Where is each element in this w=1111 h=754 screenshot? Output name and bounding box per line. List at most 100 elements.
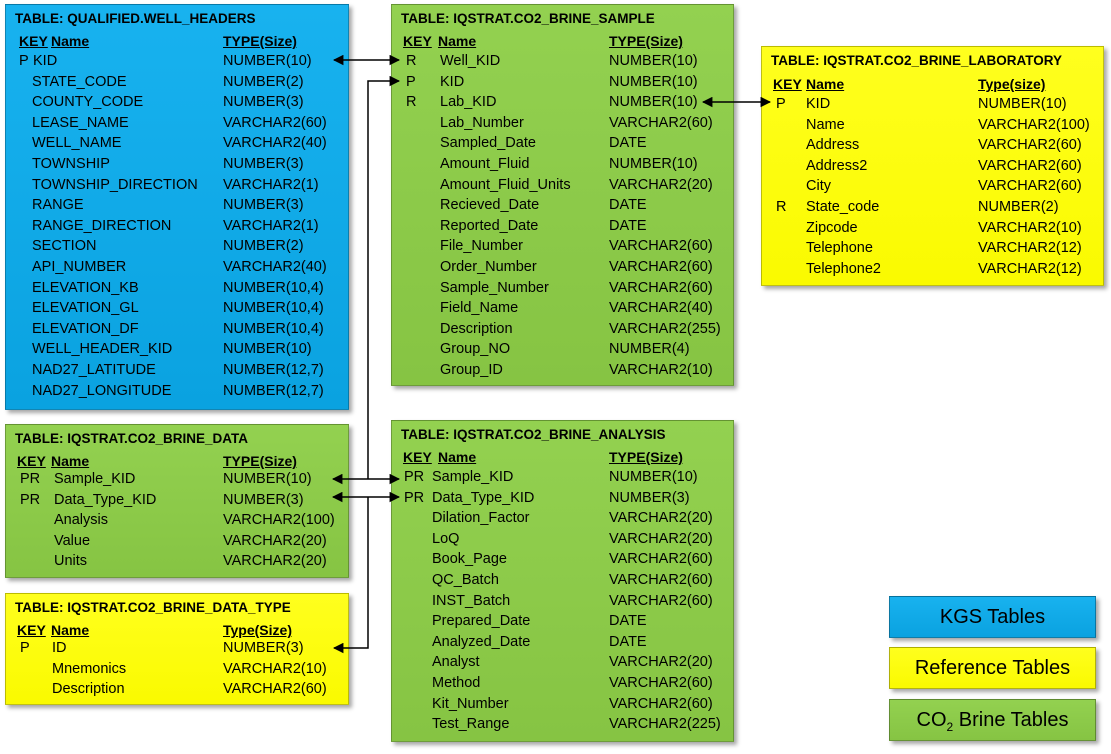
type-cell: VARCHAR2(60) (978, 178, 1082, 195)
legend-label: Reference Tables (914, 657, 1071, 679)
type-cell: VARCHAR2(10) (978, 219, 1082, 236)
legend-co2-brine-tables: CO2 Brine Tables (889, 699, 1096, 741)
table-title: TABLE: IQSTRAT.CO2_BRINE_LABORATORY (771, 53, 1063, 68)
col-type-header: Type(Size) (223, 622, 292, 638)
table-co2-brine-data-type: TABLE: IQSTRAT.CO2_BRINE_DATA_TYPE KEY N… (5, 593, 349, 705)
name-cell: Data_Type_KID (54, 491, 157, 508)
name-cell: Data_Type_KID (432, 489, 535, 506)
name-cell: Zipcode (806, 219, 858, 236)
name-cell: ELEVATION_KB (32, 279, 139, 296)
type-cell: NUMBER(10) (609, 94, 698, 111)
key-cell: R (406, 94, 417, 111)
type-cell: NUMBER(10) (223, 341, 312, 358)
type-cell: DATE (609, 633, 647, 650)
table-well-headers: TABLE: QUALIFIED.WELL_HEADERS KEY Name T… (5, 4, 349, 410)
legend-co2-text: CO (916, 709, 947, 731)
type-cell: NUMBER(10) (223, 471, 312, 487)
connector-sample-kid-trunk (367, 75, 401, 479)
name-cell: Sample_Number (440, 279, 549, 296)
type-cell: VARCHAR2(12) (978, 260, 1082, 277)
name-cell: Sample_KID (432, 469, 514, 485)
type-cell: VARCHAR2(100) (223, 512, 335, 529)
type-cell: NUMBER(10) (609, 53, 698, 69)
type-cell: NUMBER(2) (978, 199, 1059, 215)
type-cell: NUMBER(3) (223, 94, 304, 111)
name-cell: Address2 (806, 157, 868, 174)
type-cell: VARCHAR2(255) (609, 320, 721, 337)
name-cell: QC_Batch (432, 572, 499, 588)
legend-label: CO2 Brine Tables (890, 700, 1095, 747)
name-cell: NAD27_LATITUDE (32, 362, 156, 378)
name-cell: Well_KID (440, 53, 501, 69)
name-cell: Mnemonics (52, 660, 127, 677)
name-cell: Reported_Date (440, 217, 539, 234)
type-cell: NUMBER(10) (609, 73, 698, 90)
col-type-header: TYPE(Size) (609, 33, 683, 49)
name-cell: Value (54, 532, 91, 549)
key-cell: P (20, 640, 30, 656)
type-cell: VARCHAR2(20) (609, 654, 713, 671)
key-cell: P (406, 73, 416, 90)
name-cell: Group_NO (440, 341, 511, 358)
key-cell: P (776, 96, 786, 112)
table-co2-brine-data: TABLE: IQSTRAT.CO2_BRINE_DATA KEY Name T… (5, 424, 349, 578)
name-cell: Lab_Number (440, 114, 524, 131)
type-cell: DATE (609, 197, 647, 214)
type-cell: VARCHAR2(60) (609, 238, 713, 255)
type-cell: NUMBER(10,4) (223, 279, 324, 296)
legend-label: KGS Tables (939, 606, 1046, 628)
name-cell: WELL_HEADER_KID (32, 341, 173, 358)
col-key-header: KEY (403, 33, 432, 49)
name-cell: API_NUMBER (32, 259, 127, 275)
type-cell: DATE (609, 135, 647, 152)
type-cell: NUMBER(12,7) (223, 362, 324, 378)
type-cell: VARCHAR2(20) (223, 553, 327, 570)
name-cell: Description (52, 681, 125, 698)
col-key-header: KEY (403, 449, 432, 465)
key-cell: PR (20, 471, 41, 487)
name-cell: Test_Range (432, 716, 510, 733)
name-cell: KID (806, 96, 831, 112)
type-cell: VARCHAR2(10) (223, 660, 327, 677)
name-cell: Units (54, 553, 88, 570)
name-cell: KID (440, 73, 465, 90)
type-cell: NUMBER(2) (223, 73, 304, 90)
type-cell: VARCHAR2(60) (609, 279, 713, 296)
name-cell: LEASE_NAME (32, 114, 129, 131)
type-cell: NUMBER(10) (609, 156, 698, 172)
name-cell: State_code (806, 199, 880, 215)
type-cell: VARCHAR2(60) (609, 695, 713, 712)
name-cell: Method (432, 675, 481, 691)
type-cell: VARCHAR2(20) (609, 530, 713, 547)
name-cell: Telephone2 (806, 260, 881, 277)
col-type-header: Type(size) (978, 76, 1046, 92)
col-name-header: Name (51, 33, 90, 49)
type-cell: NUMBER(3) (223, 491, 304, 508)
name-cell: SECTION (32, 238, 97, 255)
type-cell: VARCHAR2(20) (609, 176, 713, 193)
name-cell: Amount_Fluid_Units (440, 176, 571, 193)
col-type-header: TYPE(Size) (223, 453, 297, 469)
name-cell: RANGE_DIRECTION (32, 217, 172, 234)
type-cell: NUMBER(10,4) (223, 320, 324, 337)
type-cell: NUMBER(4) (609, 341, 690, 358)
table-title: TABLE: IQSTRAT.CO2_BRINE_DATA_TYPE (15, 600, 291, 615)
type-cell: VARCHAR2(12) (978, 240, 1082, 257)
legend-kgs-tables: KGS Tables (889, 596, 1096, 638)
name-cell: Telephone (806, 240, 873, 257)
type-cell: NUMBER(10) (223, 53, 312, 69)
col-key-header: KEY (17, 622, 46, 638)
type-cell: VARCHAR2(20) (609, 510, 713, 527)
name-cell: RANGE (32, 197, 84, 214)
col-key-header: KEY (19, 33, 48, 49)
name-cell: Prepared_Date (432, 613, 531, 630)
col-name-header: Name (806, 76, 845, 92)
name-cell: TOWNSHIP_DIRECTION (32, 176, 198, 193)
type-cell: VARCHAR2(225) (609, 716, 721, 733)
type-cell: DATE (609, 613, 647, 630)
name-cell: INST_Batch (432, 592, 511, 609)
table-title: TABLE: IQSTRAT.CO2_BRINE_ANALYSIS (401, 427, 666, 442)
type-cell: VARCHAR2(40) (223, 259, 327, 275)
type-cell: VARCHAR2(60) (609, 675, 713, 691)
